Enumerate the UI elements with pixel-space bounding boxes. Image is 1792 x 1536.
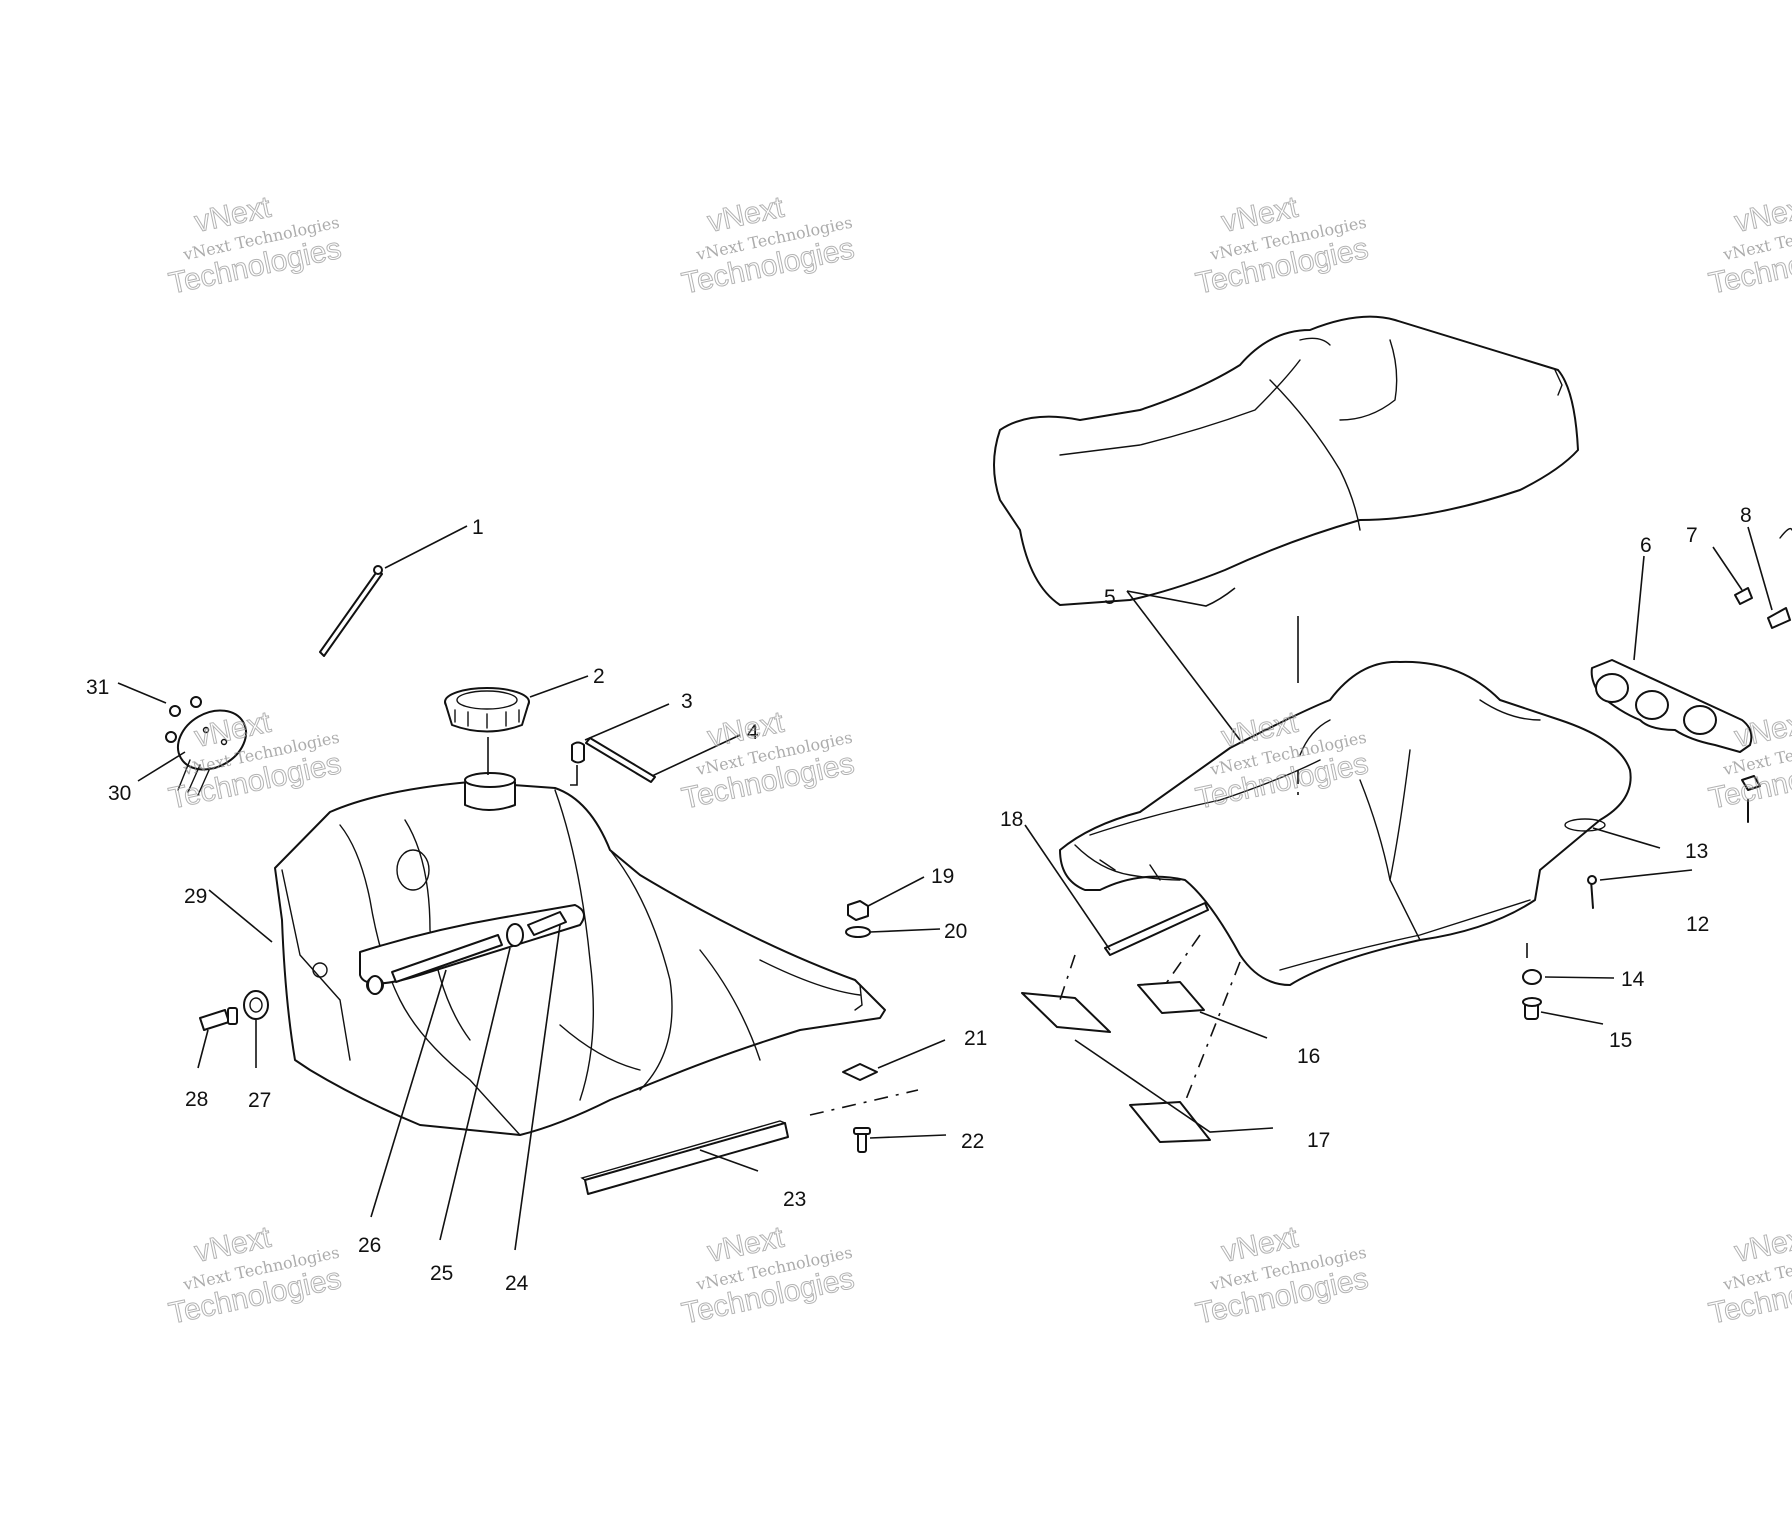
seat-cover (993, 315, 1579, 606)
callout-20: 20 (944, 920, 967, 943)
part-2-fuel-cap (444, 687, 530, 733)
callout-31: 31 (86, 676, 109, 699)
part-27-grommet (243, 990, 269, 1020)
callout-8: 8 (1740, 504, 1752, 527)
callout-19: 19 (931, 865, 954, 888)
part-22-bolt (853, 1127, 871, 1153)
watermark: vNext vNext Technologies Technologies (166, 705, 345, 816)
part-25-clamp (506, 923, 524, 947)
callout-5: 5 (1104, 586, 1116, 609)
callout-28: 28 (185, 1088, 208, 1111)
part-18-strap (1104, 902, 1209, 956)
callout-30: 30 (108, 782, 131, 805)
callout-22: 22 (961, 1130, 984, 1153)
callout-12: 12 (1686, 913, 1709, 936)
callout-21: 21 (964, 1027, 987, 1050)
callout-labels: 1 2 3 4 5 6 7 8 12 13 14 15 16 17 18 19 … (86, 504, 1752, 1295)
callout-2: 2 (593, 665, 605, 688)
part-17-decal-lower (1129, 1101, 1211, 1143)
part-26-hose (391, 934, 503, 983)
watermark: vNext vNext Technologies Technologies (166, 1220, 345, 1331)
callout-25: 25 (430, 1262, 453, 1285)
callout-24: 24 (505, 1272, 529, 1295)
callout-15: 15 (1609, 1029, 1632, 1052)
watermark: vNext vNext Technologies Technologies (679, 705, 858, 816)
part-12-pin (1587, 875, 1597, 909)
part-1-rod (319, 565, 383, 657)
watermark: vNext vNext Technologies Technologies (679, 1220, 858, 1331)
part-24-fitting (367, 911, 567, 995)
part-21-pad (842, 1063, 878, 1081)
watermark: vNext vNext Technologies Technologies (1706, 1220, 1792, 1331)
part-3-fitting (571, 741, 585, 764)
callout-3: 3 (681, 690, 693, 713)
part-7-bulb (1734, 587, 1753, 605)
callout-27: 27 (248, 1089, 271, 1112)
watermark: vNext vNext Technologies Technologies (1193, 1220, 1372, 1331)
part-30-sender-plate (177, 709, 247, 796)
watermark: vNext vNext Technologies Technologies (1706, 190, 1792, 301)
callout-26: 26 (358, 1234, 381, 1257)
part-8-socket (1767, 607, 1791, 629)
watermark: vNext vNext Technologies Technologies (1193, 190, 1372, 301)
watermark: vNext vNext Technologies Technologies (679, 190, 858, 301)
callout-4: 4 (747, 721, 759, 744)
callout-16: 16 (1297, 1045, 1320, 1068)
leader-lines (117, 525, 1773, 1251)
seat-base (1059, 660, 1632, 986)
part-31-screws (165, 696, 202, 743)
part-28-drain-fitting (199, 1007, 238, 1031)
part-17-decal-upper (1021, 992, 1111, 1033)
part-4-hose (585, 737, 656, 783)
watermark: vNext vNext Technologies Technologies (166, 190, 345, 301)
part-19-nut (847, 900, 869, 921)
part-14-washer (1522, 943, 1542, 985)
part-6-taillight (1590, 659, 1753, 753)
callout-14: 14 (1621, 968, 1645, 991)
part-15-screw (1522, 997, 1542, 1020)
callout-17: 17 (1307, 1129, 1330, 1152)
callout-23: 23 (783, 1188, 806, 1211)
fuel-tank (274, 772, 886, 1136)
callout-18: 18 (1000, 808, 1023, 831)
callout-6: 6 (1640, 534, 1652, 557)
callout-13: 13 (1685, 840, 1708, 863)
callout-29: 29 (184, 885, 207, 908)
part-20-washer (845, 926, 871, 938)
callout-7: 7 (1686, 524, 1698, 547)
part-23-strip (580, 1120, 789, 1195)
callout-1: 1 (472, 516, 484, 539)
part-16-decal (1137, 981, 1205, 1014)
